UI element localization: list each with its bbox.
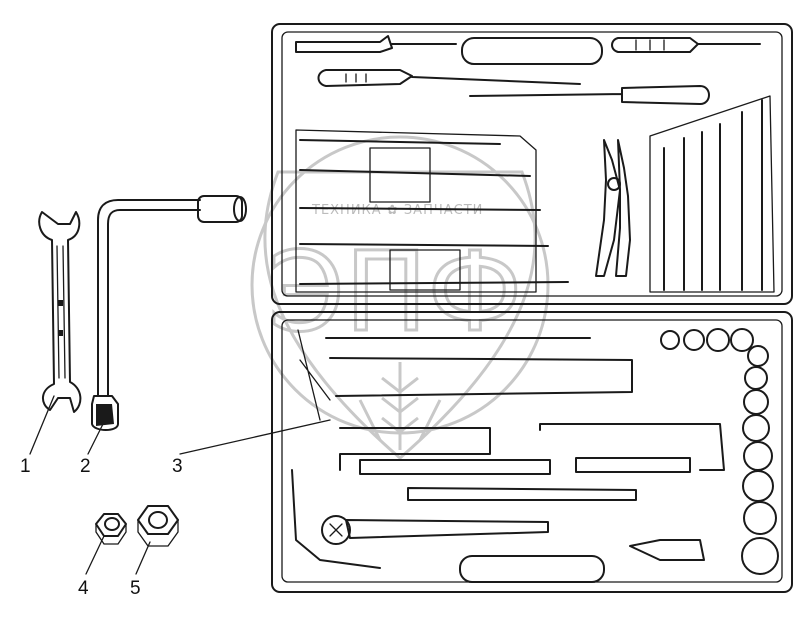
case-base (271, 311, 793, 593)
leader-line-4 (85, 535, 105, 575)
sockets (660, 328, 779, 575)
l-socket-wrench (91, 195, 247, 431)
leader-line-2 (87, 421, 105, 455)
small-nut (95, 513, 127, 545)
blade-rack (649, 95, 775, 293)
leader-line-3 (179, 419, 331, 455)
case-lid (271, 23, 793, 305)
watermark-shield-outline (263, 170, 537, 460)
open-end-wrench (38, 211, 82, 413)
leader-lines (29, 395, 331, 575)
callout-3: 3 (172, 456, 183, 477)
case-handle-bottom (459, 555, 605, 583)
extension-bars (295, 129, 569, 293)
leader-line-1 (29, 395, 55, 455)
large-nut (137, 505, 179, 547)
watermark-wheat-icon (358, 362, 442, 450)
watermark-text: ТЕХНИКА ✿ ЗАПЧАСТИ (311, 203, 483, 218)
callout-1: 1 (20, 456, 31, 477)
callout-4: 4 (78, 578, 89, 599)
leader-line-5 (135, 541, 151, 575)
callout-2: 2 (80, 456, 91, 477)
screwdrivers (295, 35, 761, 105)
case-handle-top (461, 37, 603, 65)
callout-5: 5 (130, 578, 141, 599)
pliers (595, 139, 631, 277)
bars-and-handles (291, 329, 725, 569)
tool-case (271, 23, 793, 593)
